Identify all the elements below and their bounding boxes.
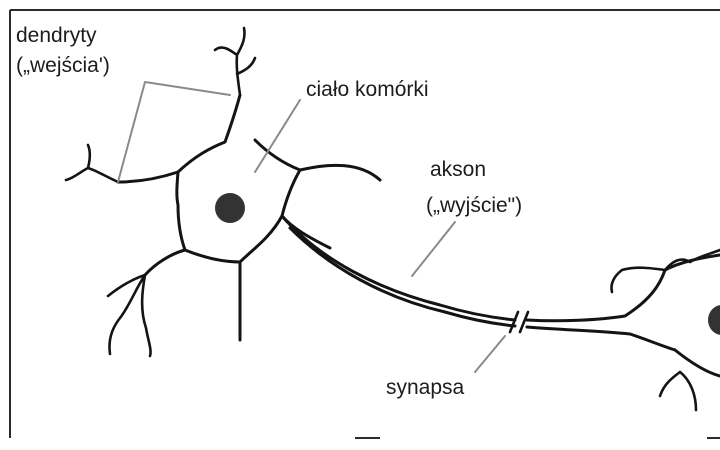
cell-body-outline: [118, 95, 380, 340]
label-dendrites-line1: dendryty: [16, 24, 97, 47]
dendrite-lower-left: [108, 275, 151, 356]
leader-lines: [118, 82, 505, 372]
dendrite-top: [215, 28, 255, 95]
frame: [10, 10, 720, 438]
leader-axon: [412, 222, 455, 276]
label-synapse: synapsa: [386, 376, 465, 399]
leader-dendrites: [118, 82, 230, 182]
axon: [282, 216, 515, 326]
dendrite-left: [66, 145, 118, 182]
neuron-right: [611, 250, 720, 410]
nucleus: [215, 193, 245, 223]
label-axon-line1: akson: [430, 158, 486, 181]
synapse-break: [510, 312, 528, 332]
leader-cell-body: [255, 100, 300, 172]
label-cell-body: ciało komórki: [306, 78, 429, 101]
leader-synapse: [475, 336, 505, 372]
label-axon-line2: („wyjście"): [426, 194, 522, 217]
nucleus-right: [708, 305, 720, 335]
axon-terminal: [527, 270, 675, 350]
label-dendrites-line2: („wejścia'): [16, 54, 110, 77]
dendrite-right: [611, 250, 720, 410]
